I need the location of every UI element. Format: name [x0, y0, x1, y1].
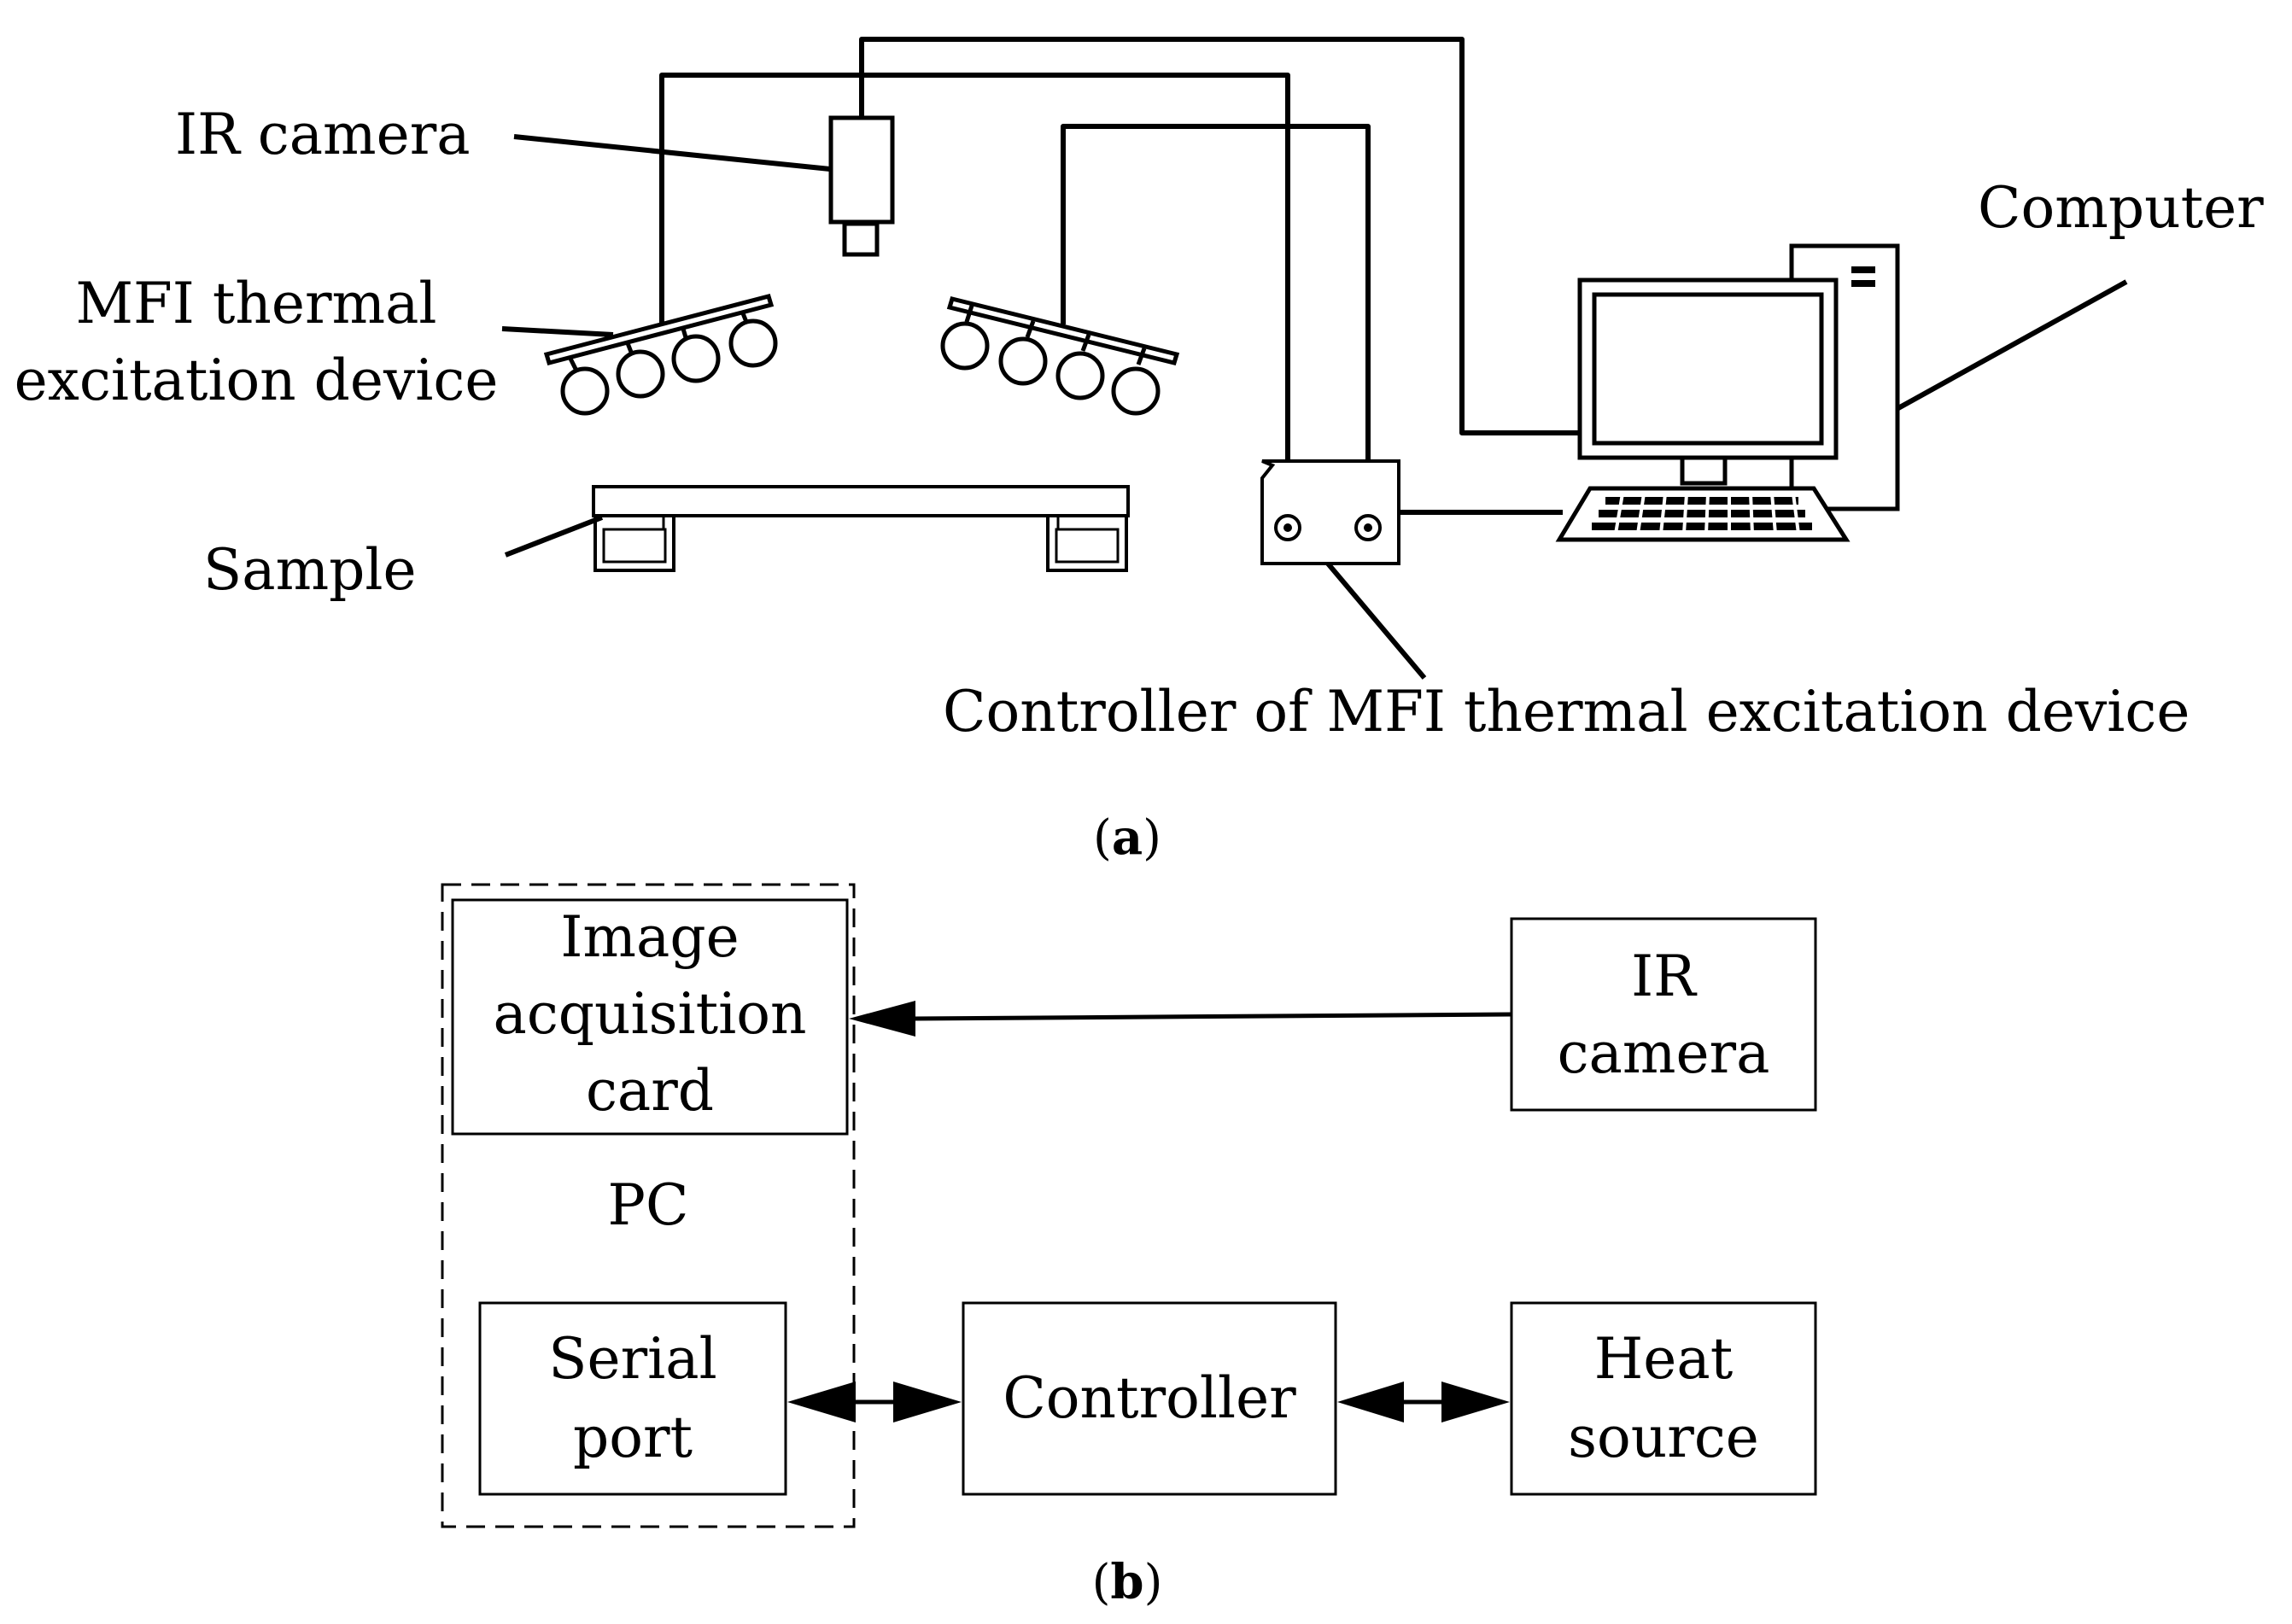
caption-a: (a): [1093, 809, 1161, 866]
controller-label: Controller: [1003, 1365, 1296, 1431]
leader-sample: [504, 515, 604, 558]
image-card-line3: card: [586, 1058, 714, 1124]
arrow-serial-controller: [787, 1382, 962, 1422]
leader-mfi-device: [501, 326, 614, 337]
ir-camera-line2: camera: [1558, 1020, 1770, 1086]
leader-computer: [1897, 279, 2128, 411]
arrow-ir-camera-to-card: [849, 1001, 1512, 1037]
image-card-line2: acquisition: [493, 981, 806, 1047]
sample-icon: [592, 485, 1130, 572]
serial-port-line1: Serial: [548, 1326, 716, 1392]
leader-controller: [1325, 562, 1427, 680]
panel-a: IR camera MFI thermal excitation device …: [15, 37, 2264, 866]
pc-label: PC: [608, 1172, 689, 1238]
ir-camera-line1: IR: [1631, 943, 1698, 1009]
arrow-controller-heat: [1337, 1382, 1510, 1422]
heat-source-line1: Heat: [1594, 1326, 1734, 1392]
serial-port-box: [478, 1301, 787, 1496]
computer-icon: [1555, 243, 1900, 542]
leader-ir-camera: [513, 134, 831, 172]
left-lamp-array-icon: [543, 293, 778, 416]
label-ir-camera: IR camera: [175, 102, 471, 167]
caption-b: (b): [1092, 1554, 1163, 1610]
panel-b: Image acquisition card PC Serial port Co…: [441, 883, 1817, 1610]
wire-right-lamps-to-controller: [1061, 124, 1371, 461]
ir-camera-icon: [828, 115, 895, 257]
label-sample: Sample: [203, 537, 417, 603]
label-mfi-line1: MFI thermal: [75, 271, 436, 336]
heat-source-line2: source: [1568, 1405, 1759, 1470]
label-mfi-line2: excitation device: [15, 348, 499, 413]
controller-box: [962, 1301, 1337, 1496]
label-controller-of-mfi: Controller of MFI thermal excitation dev…: [943, 679, 2190, 745]
image-card-line1: Image: [560, 904, 739, 970]
image-acquisition-card-box: [451, 898, 849, 1136]
wire-left-lamps-to-controller: [659, 73, 1290, 461]
controller-box-icon: [1260, 459, 1400, 565]
right-lamp-array-icon: [940, 296, 1180, 416]
pc-dashed-boundary: [441, 883, 856, 1528]
heat-source-box: [1510, 1301, 1817, 1496]
wire-camera-to-computer: [859, 37, 1580, 435]
label-computer: Computer: [1978, 175, 2264, 241]
serial-port-line2: port: [573, 1405, 693, 1470]
